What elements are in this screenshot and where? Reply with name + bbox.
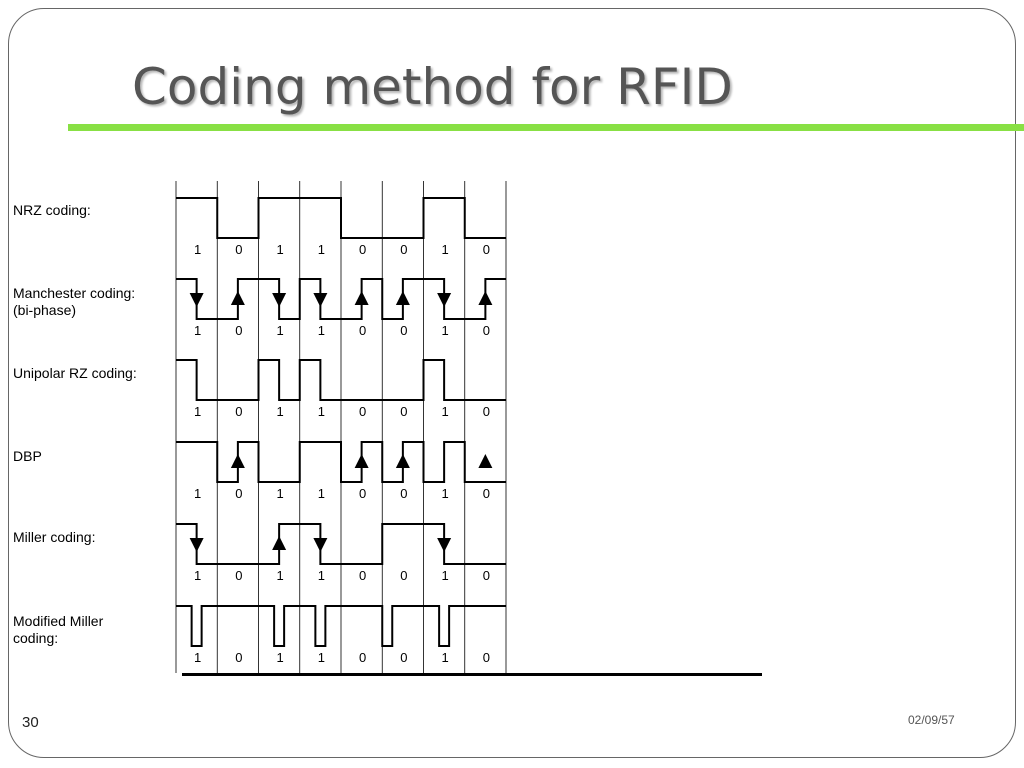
bit-label: 0 <box>359 486 366 501</box>
transition-arrow-down <box>437 293 452 307</box>
bit-label: 0 <box>483 404 490 419</box>
bit-label: 0 <box>483 650 490 665</box>
bit-label: 0 <box>483 568 490 583</box>
bit-label: 1 <box>277 486 284 501</box>
transition-arrow-down <box>189 293 204 307</box>
bit-label: 1 <box>442 323 449 338</box>
bit-label: 0 <box>400 486 407 501</box>
bit-label: 1 <box>318 650 325 665</box>
transition-arrow-down <box>313 293 328 307</box>
bit-label: 1 <box>194 242 201 257</box>
bit-label: 0 <box>483 242 490 257</box>
row-label-dbp: DBP <box>13 448 42 465</box>
waveform-dbp <box>176 441 506 483</box>
bit-label: 0 <box>359 650 366 665</box>
transition-arrow-down <box>189 538 204 552</box>
label-line: Unipolar RZ coding: <box>13 365 137 381</box>
bit-label: 1 <box>442 404 449 419</box>
bit-label: 1 <box>194 486 201 501</box>
transition-arrow-up <box>230 454 245 468</box>
bit-label: 1 <box>442 486 449 501</box>
bit-label: 0 <box>483 486 490 501</box>
row-label-nrz: NRZ coding: <box>13 202 91 219</box>
row-label-manchester: Manchester coding: (bi-phase) <box>13 285 135 319</box>
bit-label: 0 <box>235 650 242 665</box>
transition-arrow-up <box>354 291 369 305</box>
bit-label: 0 <box>483 323 490 338</box>
label-line: DBP <box>13 448 42 464</box>
bit-label: 0 <box>400 242 407 257</box>
label-line: coding: <box>13 630 59 646</box>
row-label-unipolar-rz: Unipolar RZ coding: <box>13 365 137 382</box>
bit-label: 1 <box>277 568 284 583</box>
waveform-unipolar-rz <box>176 359 506 401</box>
bit-label: 1 <box>277 323 284 338</box>
label-line: Modified Miller <box>13 613 104 629</box>
transition-arrow-up <box>354 454 369 468</box>
bit-label: 0 <box>359 323 366 338</box>
bit-label: 1 <box>318 242 325 257</box>
transition-arrow-down <box>437 538 452 552</box>
bit-label: 1 <box>442 650 449 665</box>
label-line: (bi-phase) <box>13 302 77 318</box>
title-underline <box>68 124 1024 131</box>
waveform-modified-miller <box>176 605 506 647</box>
transition-arrow-up <box>272 536 287 550</box>
bit-label: 1 <box>194 323 201 338</box>
bit-label: 0 <box>400 568 407 583</box>
bit-label: 1 <box>442 242 449 257</box>
transition-arrow-up <box>478 454 493 468</box>
row-label-modified-miller: Modified Miller coding: <box>13 613 103 647</box>
bit-label: 0 <box>235 568 242 583</box>
row-label-miller: Miller coding: <box>13 529 95 546</box>
bit-label: 1 <box>318 323 325 338</box>
bit-label: 0 <box>400 323 407 338</box>
bit-label: 1 <box>194 568 201 583</box>
transition-arrow-down <box>272 293 287 307</box>
transition-arrow-down <box>313 538 328 552</box>
bit-label: 1 <box>194 404 201 419</box>
label-line: Miller coding: <box>13 529 96 545</box>
bit-label: 0 <box>235 486 242 501</box>
bit-label: 1 <box>318 568 325 583</box>
slide-frame <box>8 8 1016 758</box>
transition-arrow-up <box>395 454 410 468</box>
bit-label: 1 <box>318 486 325 501</box>
label-line: NRZ coding: <box>13 202 91 218</box>
page-number: 30 <box>22 714 39 731</box>
bit-label: 1 <box>277 404 284 419</box>
bit-label: 0 <box>359 568 366 583</box>
bit-label: 0 <box>359 404 366 419</box>
transition-arrow-up <box>395 291 410 305</box>
slide-title: Coding method for RFID <box>132 58 733 116</box>
bit-label: 0 <box>235 404 242 419</box>
bit-label: 1 <box>318 404 325 419</box>
bit-label: 0 <box>235 242 242 257</box>
label-line: Manchester coding: <box>13 285 136 301</box>
bit-label: 0 <box>359 242 366 257</box>
bit-label: 1 <box>194 650 201 665</box>
bit-label: 0 <box>400 404 407 419</box>
transition-arrow-up <box>478 291 493 305</box>
bit-label: 0 <box>235 323 242 338</box>
bit-label: 1 <box>277 242 284 257</box>
bit-label: 1 <box>277 650 284 665</box>
transition-arrow-up <box>230 291 245 305</box>
waveform-nrz <box>176 197 506 239</box>
bit-label: 0 <box>400 650 407 665</box>
slide-date: 02/09/57 <box>908 713 955 727</box>
bit-label: 1 <box>442 568 449 583</box>
